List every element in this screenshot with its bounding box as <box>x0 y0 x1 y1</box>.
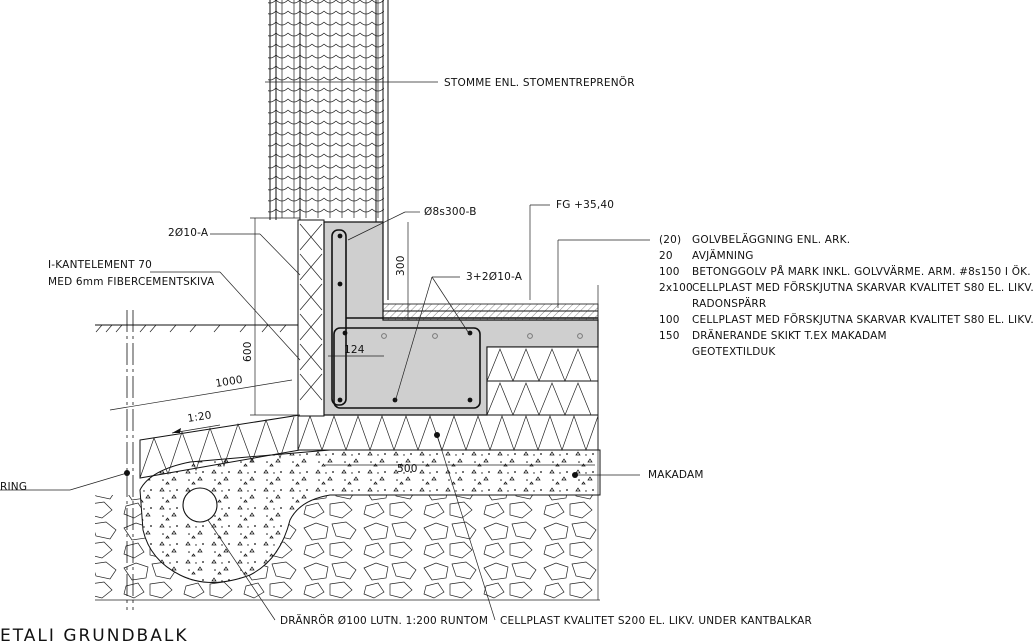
dim-300: 300 <box>395 255 407 276</box>
layer-desc: DRÄNERANDE SKIKT T.EX MAKADAM <box>692 329 887 342</box>
label-dranror: DRÄNRÖR Ø100 LUTN. 1:200 RUNTOM <box>280 614 488 627</box>
layer-desc: CELLPLAST MED FÖRSKJUTNA SKARVAR KVALITE… <box>692 313 1034 326</box>
drainage-gravel <box>139 449 601 583</box>
leader-lines <box>0 81 650 621</box>
label-stomme: STOMME ENL. STOMENTREPRENÖR <box>444 76 635 89</box>
layer-legend: (20) GOLVBELÄGGNING ENL. ARK. 20 AVJÄMNI… <box>659 233 1034 358</box>
dim-500: 500 <box>397 463 418 475</box>
label-rebar-stirrup: Ø8s300-B <box>424 206 477 218</box>
dim-600: 600 <box>242 341 254 362</box>
layer-thickness: 150 <box>659 330 680 342</box>
dim-124: 124 <box>344 344 365 356</box>
layer-desc: RADONSPÄRR <box>692 297 766 310</box>
edge-element <box>297 219 325 417</box>
label-rebar-top: 2Ø10-A <box>168 227 209 239</box>
dim-slope: 1:20 <box>187 409 213 425</box>
layer-desc: AVJÄMNING <box>692 249 754 262</box>
layer-desc: CELLPLAST MED FÖRSKJUTNA SKARVAR KVALITE… <box>692 281 1034 294</box>
layer-thickness: 100 <box>659 314 680 326</box>
ground-surface <box>95 324 300 333</box>
layer-desc: GOLVBELÄGGNING ENL. ARK. <box>692 233 850 246</box>
label-kantelement-2: MED 6mm FIBERCEMENTSKIVA <box>48 276 215 288</box>
wall-frame <box>268 0 389 300</box>
drain-pipe <box>182 487 218 523</box>
label-rebar-bottom: 3+2Ø10-A <box>466 271 523 283</box>
label-cellplast-kant: CELLPLAST KVALITET S200 EL. LIKV. UNDER … <box>500 615 812 627</box>
insulation-under-beam <box>297 414 599 452</box>
dimension-lines <box>109 217 595 466</box>
layer-thickness: 2x100 <box>659 282 693 294</box>
label-makadam: MAKADAM <box>648 469 704 481</box>
layer-desc: BETONGGOLV PÅ MARK INKL. GOLVVÄRME. ARM.… <box>692 265 1031 278</box>
layer-thickness: 100 <box>659 266 680 278</box>
layer-thickness: 20 <box>659 250 673 262</box>
dim-1000: 1000 <box>215 374 244 390</box>
axis-lines <box>95 285 600 610</box>
floor-layers <box>382 303 599 416</box>
layer-desc: GEOTEXTILDUK <box>692 346 776 358</box>
drawing-title: ETALJ GRUNDBALK <box>0 626 188 641</box>
label-dranring: RING <box>0 481 27 493</box>
label-kantelement-1: I-KANTELEMENT 70 <box>48 259 152 271</box>
label-fg: FG +35,40 <box>556 199 614 211</box>
layer-thickness: (20) <box>659 234 681 246</box>
